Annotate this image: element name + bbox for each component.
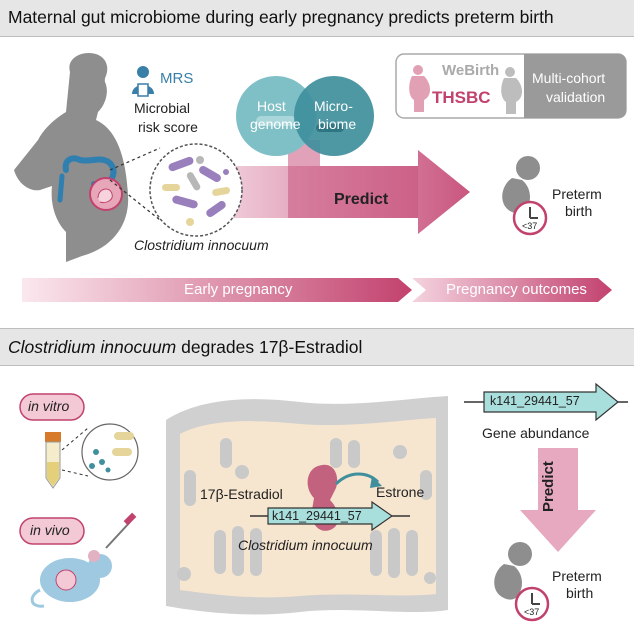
mouse-icon <box>30 512 137 608</box>
clock-icon-bottom <box>514 586 550 622</box>
fetus-icon-bottom <box>494 542 532 600</box>
timeline-outcomes-label: Pregnancy outcomes <box>446 281 587 298</box>
preterm-line1-top: Preterm <box>552 186 602 202</box>
in-vitro-label: in vitro <box>28 398 70 414</box>
gene-id-right: k141_29441_57 <box>490 394 580 408</box>
estradiol-label: 17β-Estradiol <box>200 486 283 502</box>
gut-tissue-illustration <box>166 396 448 615</box>
preterm-line2-top: birth <box>565 203 593 219</box>
pregnant-woman-pink-icon <box>409 65 430 112</box>
mrs-caption-line2: risk score <box>138 119 198 135</box>
clock-label-top: <37 <box>522 221 538 231</box>
timeline-early-label: Early pregnancy <box>184 281 293 298</box>
webirth-label: WeBirth <box>442 62 500 79</box>
panel1-graphic <box>14 52 627 302</box>
vitro-zoom-circle <box>81 423 139 481</box>
in-vivo-label: in vivo <box>30 522 70 538</box>
clock-label-bottom: <37 <box>524 607 540 617</box>
test-tube-icon <box>45 432 61 489</box>
estrone-label: Estrone <box>376 484 425 500</box>
species-label-bottom: Clostridium innocuum <box>238 537 373 553</box>
preterm-line2-bottom: birth <box>566 585 594 601</box>
in-vitro-pill <box>19 393 85 421</box>
panel2-header: Clostridium innocuum degrades 17β-Estrad… <box>0 328 634 366</box>
in-vivo-pill <box>19 517 85 545</box>
panel2-title-species: Clostridium innocuum <box>8 337 177 357</box>
panel2-title: Clostridium innocuum degrades 17β-Estrad… <box>8 337 362 358</box>
validation-line2: validation <box>546 89 606 105</box>
predict-label-top: Predict <box>334 191 389 208</box>
predict-down-arrow <box>520 448 596 552</box>
timeline-outcomes-arrow <box>412 278 612 302</box>
microbiome-line2: biome <box>318 116 357 132</box>
clock-icon <box>512 200 548 236</box>
validation-box <box>395 53 627 119</box>
validation-line1: Multi-cohort <box>532 70 606 86</box>
gene-abundance-label: Gene abundance <box>482 425 590 441</box>
gene-arrow-center <box>267 500 394 532</box>
panel2-title-rest: degrades 17β-Estradiol <box>176 337 363 357</box>
mrs-caption-line1: Microbial <box>134 100 191 116</box>
gene-id-center: k141_29441_57 <box>272 509 362 523</box>
gut-intestine-icon <box>57 155 123 211</box>
species-label-top: Clostridium innocuum <box>134 237 269 253</box>
mrs-user-icon <box>132 66 154 97</box>
pregnant-woman-gray-icon <box>501 67 522 114</box>
microbiome-line1: Micro- <box>314 98 353 114</box>
mrs-label: MRS <box>160 70 194 87</box>
gene-arrow-right <box>483 382 619 422</box>
host-genome-line2: genome <box>250 116 301 132</box>
microbe-circle <box>149 143 243 237</box>
predict-label-bottom: Predict <box>540 461 557 512</box>
panel1-title: Maternal gut microbiome during early pre… <box>8 7 554 27</box>
microbiome-circle <box>294 76 374 156</box>
host-microbiome-connector <box>288 140 418 218</box>
host-genome-circle <box>236 76 316 156</box>
panel1-header: Maternal gut microbiome during early pre… <box>0 0 634 37</box>
host-genome-line1: Host <box>257 98 286 114</box>
zoom-lines <box>109 147 161 221</box>
preterm-line1-bottom: Preterm <box>552 568 602 584</box>
timeline-early-arrow <box>22 278 412 302</box>
thsbc-label: THSBC <box>432 88 491 107</box>
